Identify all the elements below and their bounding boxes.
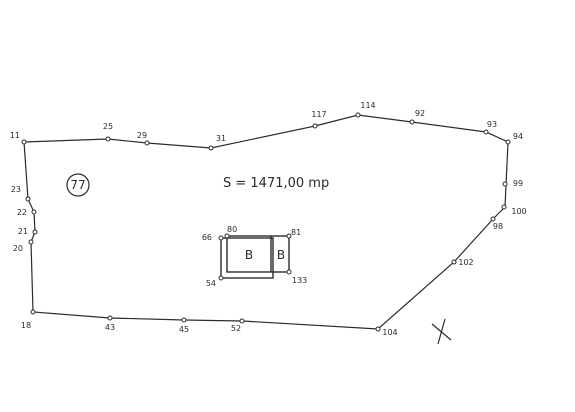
building-point-marker-81 bbox=[286, 233, 292, 239]
parcel-boundary bbox=[23, 114, 509, 330]
building-point-marker-133 bbox=[286, 269, 292, 275]
parcel-point-marker-93 bbox=[483, 129, 489, 135]
parcel-point-label-102: 102 bbox=[458, 258, 473, 267]
parcel-point-label-52: 52 bbox=[231, 324, 241, 333]
building-label-right: B bbox=[277, 248, 285, 262]
parcel-point-marker-100 bbox=[501, 204, 507, 210]
building-label-left: B bbox=[245, 248, 253, 262]
parcel-point-marker-117 bbox=[312, 123, 318, 129]
cross-mark-b bbox=[437, 318, 446, 345]
parcel-point-label-31: 31 bbox=[216, 134, 226, 143]
parcel-point-label-98: 98 bbox=[493, 222, 503, 231]
parcel-point-label-114: 114 bbox=[360, 101, 375, 110]
parcel-point-label-11: 11 bbox=[10, 131, 20, 140]
parcel-point-label-92: 92 bbox=[415, 109, 425, 118]
parcel-point-marker-43 bbox=[107, 315, 113, 321]
parcel-point-label-23: 23 bbox=[11, 185, 21, 194]
parcel-point-marker-99 bbox=[502, 181, 508, 187]
survey-points bbox=[21, 112, 511, 332]
parcel-point-marker-98 bbox=[490, 216, 496, 222]
parcel-point-marker-52 bbox=[239, 318, 245, 324]
building-point-label-80: 80 bbox=[227, 225, 237, 234]
parcel-point-marker-94 bbox=[505, 139, 511, 145]
parcel-point-label-43: 43 bbox=[105, 323, 115, 332]
building-point-marker-54 bbox=[218, 275, 224, 281]
parcel-point-marker-45 bbox=[181, 317, 187, 323]
building-point-label-81: 81 bbox=[291, 228, 301, 237]
parcel-point-label-100: 100 bbox=[511, 207, 526, 216]
building-point-label-66: 66 bbox=[202, 233, 212, 242]
parcel-point-marker-31 bbox=[208, 145, 214, 151]
parcel-point-marker-22 bbox=[31, 209, 37, 215]
parcel-point-label-45: 45 bbox=[179, 325, 189, 334]
building-outer bbox=[220, 237, 274, 279]
parcel-point-marker-102 bbox=[451, 259, 457, 265]
building-point-marker-66 bbox=[218, 235, 224, 241]
building-point-label-54: 54 bbox=[206, 279, 216, 288]
parcel-point-label-18: 18 bbox=[21, 321, 31, 330]
parcel-point-label-104: 104 bbox=[382, 328, 397, 337]
parcel-point-label-25: 25 bbox=[103, 122, 113, 131]
parcel-point-label-29: 29 bbox=[137, 131, 147, 140]
parcel-point-marker-21 bbox=[32, 229, 38, 235]
point-labels: 11 25 29 31 117 114 92 93 94 99 100 98 102 104 52 45 43 1… bbox=[10, 101, 527, 337]
parcel-number: 77 bbox=[70, 178, 85, 192]
parcel-point-marker-23 bbox=[25, 196, 31, 202]
area-label: S = 1471,00 mp bbox=[223, 176, 329, 191]
parcel-point-marker-11 bbox=[21, 139, 27, 145]
parcel-point-marker-104 bbox=[375, 326, 381, 332]
parcel-point-marker-92 bbox=[409, 119, 415, 125]
parcel-point-label-93: 93 bbox=[487, 120, 497, 129]
building-point-marker-80 bbox=[224, 233, 230, 239]
building-point-label-133: 133 bbox=[292, 276, 307, 285]
parcel-point-label-22: 22 bbox=[17, 208, 27, 217]
parcel-point-marker-18 bbox=[30, 309, 36, 315]
parcel-point-marker-25 bbox=[105, 136, 111, 142]
parcel-point-label-99: 99 bbox=[513, 179, 523, 188]
parcel-point-marker-114 bbox=[355, 112, 361, 118]
parcel-point-label-20: 20 bbox=[13, 244, 23, 253]
parcel-point-marker-29 bbox=[144, 140, 150, 146]
building-main bbox=[226, 235, 290, 273]
parcel-point-label-117: 117 bbox=[311, 110, 326, 119]
parcel-point-label-21: 21 bbox=[18, 227, 28, 236]
parcel-number-circle bbox=[66, 173, 90, 197]
parcel-point-marker-20 bbox=[28, 239, 34, 245]
parcel-point-label-94: 94 bbox=[513, 132, 523, 141]
